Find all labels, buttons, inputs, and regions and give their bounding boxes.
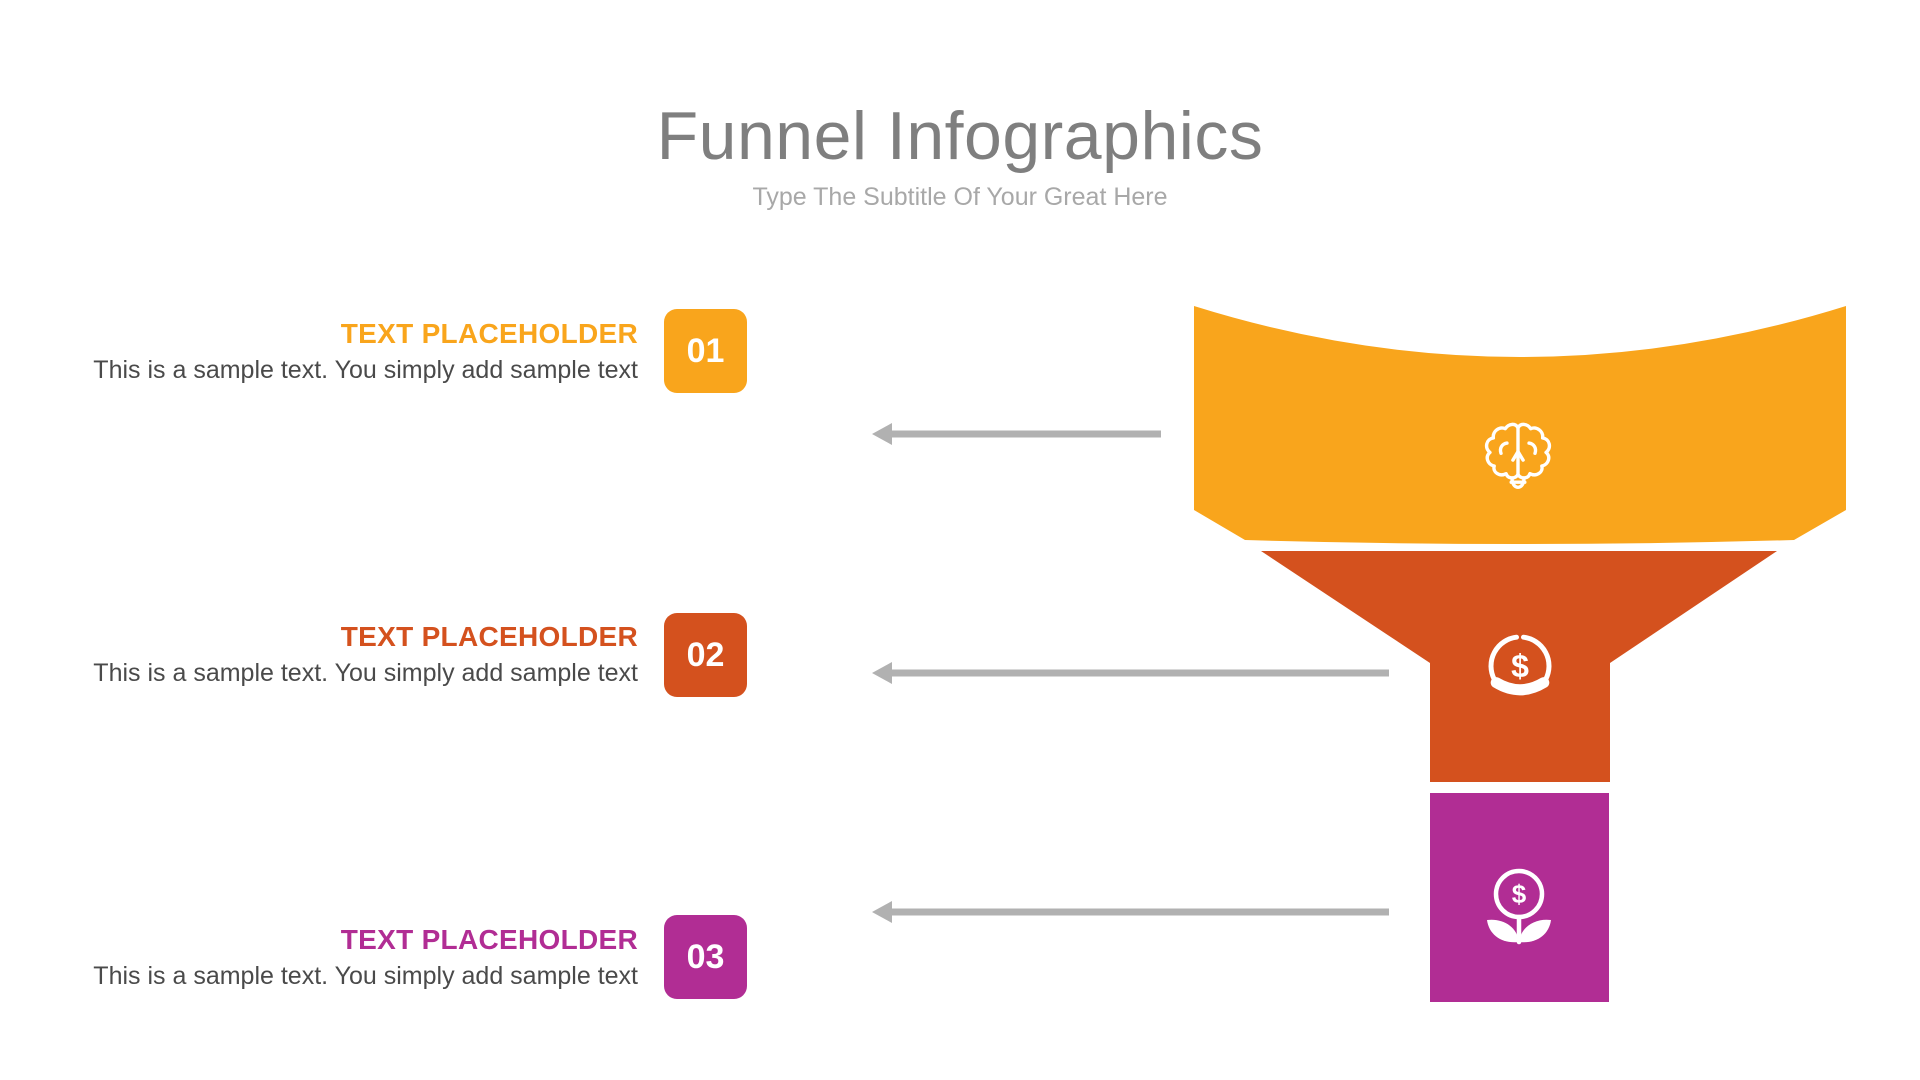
- funnel-graphic: $ $: [1194, 306, 1846, 1002]
- pie-arc-right: [1521, 634, 1552, 682]
- flower-dollar-symbol: $: [1512, 879, 1527, 909]
- badge-2-number: 02: [686, 635, 725, 674]
- brain-fold-left: [1498, 441, 1509, 456]
- block-1-heading: TEXT PLACEHOLDER: [340, 318, 638, 349]
- block-3-body: This is a sample text. You simply add sa…: [93, 962, 638, 990]
- number-badge-2: 02: [664, 613, 747, 697]
- pie-arc-bottom: [1490, 677, 1550, 696]
- text-block-1: TEXT PLACEHOLDER This is a sample text. …: [77, 317, 638, 385]
- money-flower-icon: $: [1487, 868, 1551, 945]
- block-2-heading: TEXT PLACEHOLDER: [340, 621, 638, 652]
- funnel-stage-3: [1430, 793, 1609, 1002]
- arrow-left-icon-1: [872, 423, 1161, 445]
- arrow-left-icon-3: [872, 901, 1389, 923]
- dollar-pie-icon: $: [1488, 634, 1552, 696]
- badge-1-number: 01: [686, 331, 725, 370]
- arrow-line-1: [890, 430, 1161, 438]
- number-badge-3: 03: [664, 915, 747, 999]
- brain-chevron: [1511, 449, 1525, 462]
- block-3-heading: TEXT PLACEHOLDER: [340, 924, 638, 955]
- badge-3-number: 03: [686, 937, 725, 976]
- pie-arc-left: [1488, 634, 1519, 682]
- number-badge-1: 01: [664, 309, 747, 393]
- text-block-2: TEXT PLACEHOLDER This is a sample text. …: [77, 620, 638, 688]
- text-block-3: TEXT PLACEHOLDER This is a sample text. …: [77, 923, 638, 991]
- flower-leaf-right: [1519, 919, 1551, 943]
- block-1-body: This is a sample text. You simply add sa…: [93, 356, 638, 384]
- brain-fold-right: [1527, 441, 1538, 456]
- arrow-line-3: [890, 908, 1389, 916]
- arrow-line-2: [890, 669, 1389, 677]
- pie-dollar-symbol: $: [1511, 648, 1529, 684]
- funnel-stage-2: [1261, 551, 1777, 782]
- arrow-left-icon-2: [872, 662, 1389, 684]
- slide-title: Funnel Infographics: [656, 97, 1264, 174]
- arrow-head-1: [872, 423, 892, 445]
- slide-subtitle: Type The Subtitle Of Your Great Here: [752, 183, 1168, 211]
- flower-leaf-left: [1487, 919, 1519, 943]
- brain-idea-icon: [1484, 422, 1552, 490]
- arrow-head-3: [872, 901, 892, 923]
- block-2-body: This is a sample text. You simply add sa…: [93, 659, 638, 687]
- arrow-head-2: [872, 662, 892, 684]
